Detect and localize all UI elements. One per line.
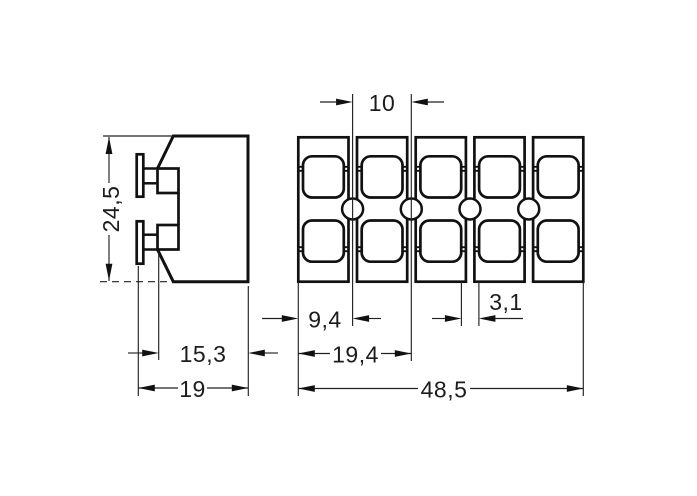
side-view: [135, 134, 250, 284]
screw-hole: [458, 197, 482, 221]
wire-port: [301, 154, 346, 199]
top-view: [296, 135, 585, 284]
wire-port: [360, 219, 404, 264]
arrowhead: [411, 98, 428, 106]
clamp-slot-bridges: [298, 165, 584, 253]
arrowhead: [352, 315, 370, 322]
arrowhead: [231, 384, 249, 392]
dim-height-label: 24,5: [98, 186, 124, 233]
arrowhead: [248, 349, 265, 357]
screw-holes: [340, 197, 541, 221]
screw-head-bottom: [135, 219, 145, 266]
wire-port: [419, 154, 463, 199]
arrowhead: [336, 98, 353, 106]
screw-head-top: [135, 152, 145, 199]
dim-web-width-label: 3,1: [489, 289, 522, 315]
arrowhead: [105, 137, 113, 154]
arrowhead: [478, 315, 496, 322]
dimension-arrows: [105, 98, 584, 392]
wire-port: [536, 154, 580, 199]
dimension-labels: 24,5 15,3 19 10 9,4 3,1 19,4 48,5: [98, 90, 522, 403]
wire-port: [477, 154, 522, 199]
dim-total-depth-label: 19: [179, 376, 206, 402]
bridge-lines: [298, 165, 584, 253]
dim-body-depth-label: 15,3: [180, 341, 227, 367]
clamp-pocket-bottom: [156, 223, 180, 251]
dim-total-length-label: 48,5: [421, 377, 468, 403]
wire-ports: [301, 154, 580, 264]
arrowhead: [566, 385, 584, 392]
arrowhead: [444, 315, 462, 322]
wire-port: [301, 219, 346, 264]
side-view-body-outline: [156, 134, 250, 284]
wire-port: [419, 219, 463, 264]
arrowhead: [298, 350, 315, 357]
dim-pitch-label: 10: [369, 90, 396, 116]
arrowhead: [142, 349, 159, 357]
screw-hole: [516, 197, 541, 221]
arrowhead: [138, 384, 155, 392]
arrowhead: [281, 315, 299, 322]
dimension-lines: [100, 94, 584, 396]
wire-port: [360, 154, 404, 199]
wire-port: [477, 219, 522, 264]
arrowhead: [298, 385, 315, 392]
clamp-pocket-top: [156, 167, 180, 195]
arrowhead: [394, 350, 412, 357]
dim-second-hole-label: 19,4: [332, 342, 379, 368]
wire-port: [536, 219, 580, 264]
dim-first-hole-label: 9,4: [308, 307, 341, 333]
arrowhead: [105, 263, 113, 281]
